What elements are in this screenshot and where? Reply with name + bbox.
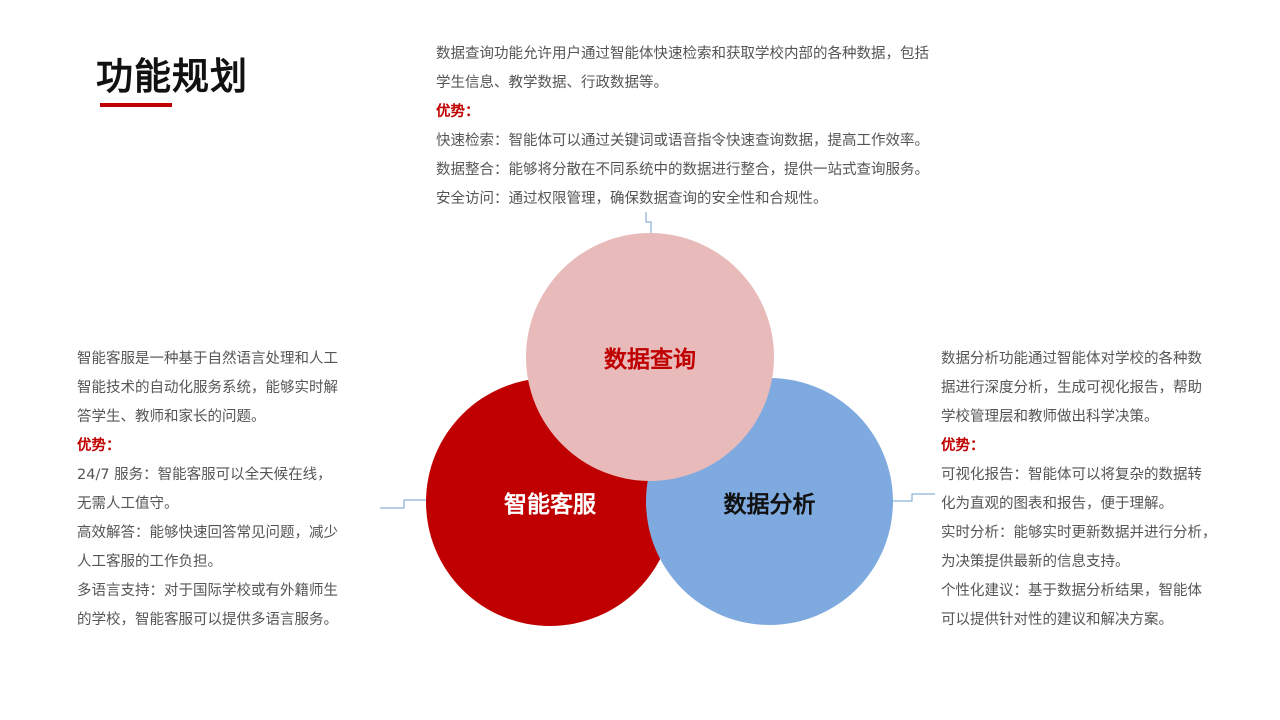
text-line: 学生信息、教学数据、行政数据等。 (436, 75, 668, 91)
text-line: 快速检索：智能体可以通过关键词或语音指令快速查询数据，提高工作效率。 (436, 133, 929, 149)
connector-left (380, 499, 428, 509)
circle-service-label: 智能客服 (504, 492, 596, 518)
text-line: 数据查询功能允许用户通过智能体快速检索和获取学校内部的各种数据，包括 (436, 46, 929, 62)
text-line: 安全访问：通过权限管理，确保数据查询的安全性和合规性。 (436, 191, 828, 207)
advantages-heading: 优势： (941, 438, 985, 454)
text-line: 高效解答：能够快速回答常见问题，减少 (77, 525, 338, 541)
text-line: 实时分析：能够实时更新数据并进行分析， (941, 525, 1217, 541)
connector-top (645, 212, 652, 234)
analysis-description: 数据分析功能通过智能体对学校的各种数 据进行深度分析，生成可视化报告，帮助 学校… (941, 345, 1217, 635)
text-line: 化为直观的图表和报告，便于理解。 (941, 496, 1173, 512)
text-line: 个性化建议：基于数据分析结果，智能体 (941, 583, 1202, 599)
text-line: 多语言支持：对于国际学校或有外籍师生 (77, 583, 338, 599)
connector-right (892, 493, 935, 502)
circle-query: 数据查询 (526, 233, 774, 481)
title-underline (100, 103, 172, 107)
query-description: 数据查询功能允许用户通过智能体快速检索和获取学校内部的各种数据，包括 学生信息、… (436, 40, 929, 214)
text-line: 答学生、教师和家长的问题。 (77, 409, 266, 425)
page-title: 功能规划 (96, 55, 248, 98)
text-line: 据进行深度分析，生成可视化报告，帮助 (941, 380, 1202, 396)
text-line: 人工客服的工作负担。 (77, 554, 222, 570)
text-line: 无需人工值守。 (77, 496, 179, 512)
service-description: 智能客服是一种基于自然语言处理和人工 智能技术的自动化服务系统，能够实时解 答学… (77, 345, 338, 635)
text-line: 数据分析功能通过智能体对学校的各种数 (941, 351, 1202, 367)
text-line: 智能技术的自动化服务系统，能够实时解 (77, 380, 338, 396)
circle-analysis-label: 数据分析 (723, 491, 816, 518)
text-line: 的学校，智能客服可以提供多语言服务。 (77, 612, 338, 628)
text-line: 为决策提供最新的信息支持。 (941, 554, 1130, 570)
advantages-heading: 优势： (436, 104, 480, 120)
text-line: 智能客服是一种基于自然语言处理和人工 (77, 351, 338, 367)
text-line: 学校管理层和教师做出科学决策。 (941, 409, 1159, 425)
text-line: 数据整合：能够将分散在不同系统中的数据进行整合，提供一站式查询服务。 (436, 162, 929, 178)
text-line: 可以提供针对性的建议和解决方案。 (941, 612, 1173, 628)
text-line: 24/7 服务：智能客服可以全天候在线， (77, 467, 332, 483)
advantages-heading: 优势： (77, 438, 121, 454)
circle-query-label: 数据查询 (604, 347, 696, 373)
text-line: 可视化报告：智能体可以将复杂的数据转 (941, 467, 1202, 483)
